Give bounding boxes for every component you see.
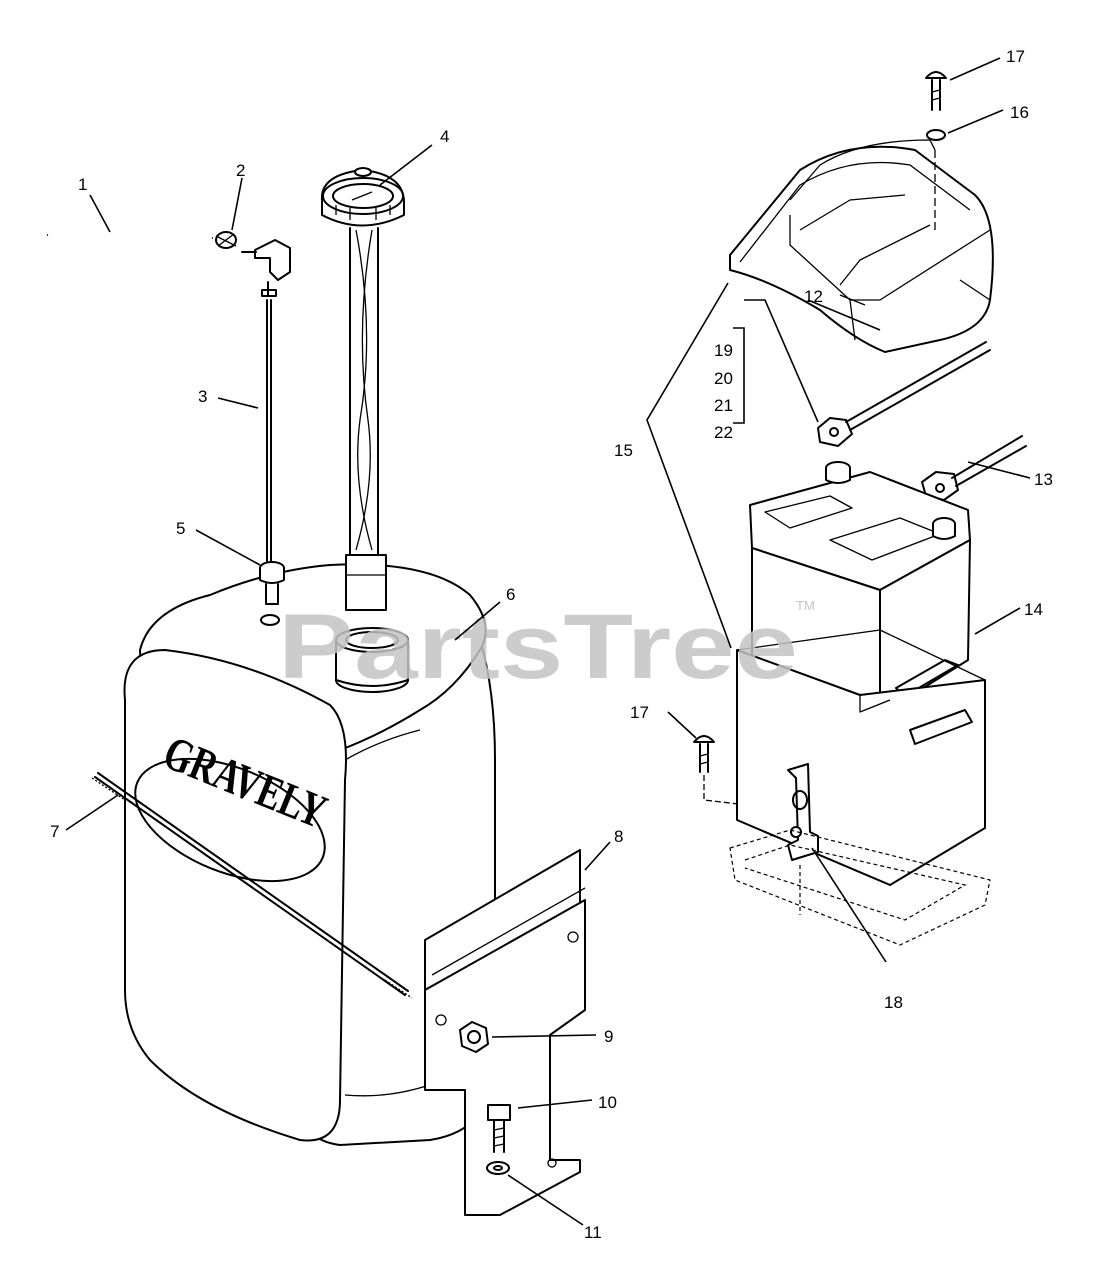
label-part-14: 14	[1024, 600, 1043, 619]
fuel-tank: GRAVELY	[123, 563, 496, 1146]
battery-cover	[729, 129, 994, 353]
label-part-22: 22	[714, 423, 733, 442]
label-part-17-top: 17	[1006, 47, 1025, 66]
label-part-19: 19	[714, 341, 733, 360]
label-part-2: 2	[236, 161, 245, 180]
fuel-gauge-cap	[320, 167, 405, 611]
label-part-16: 16	[1010, 103, 1029, 122]
label-part-1: 1	[78, 175, 87, 194]
label-part-7: 7	[50, 822, 59, 841]
callout-lines	[65, 57, 1031, 1226]
label-part-11: 11	[584, 1223, 602, 1242]
label-part-21: 21	[714, 396, 733, 415]
fuel-line-assembly	[47, 226, 291, 605]
label-part-4: 4	[440, 127, 449, 146]
label-part-6: 6	[506, 585, 515, 604]
label-part-15: 15	[614, 441, 633, 460]
label-part-8: 8	[614, 827, 623, 846]
label-part-10: 10	[598, 1093, 617, 1112]
label-part-18: 18	[884, 993, 903, 1012]
watermark-text: PartsTree	[278, 596, 798, 698]
watermark-trademark: TM	[796, 598, 815, 613]
label-part-3: 3	[198, 387, 207, 406]
label-part-20: 20	[714, 369, 733, 388]
label-part-13: 13	[1034, 470, 1053, 489]
battery	[749, 461, 971, 716]
battery-box	[729, 629, 991, 946]
carriage-bolt-top	[925, 71, 947, 111]
part-labels: 1 2 3 4 5 6 7 8 9 10 11 12 13 14 15 16 1…	[50, 47, 1053, 1242]
label-part-5: 5	[176, 519, 185, 538]
label-part-9: 9	[604, 1027, 613, 1046]
label-part-17-bottom: 17	[630, 703, 649, 722]
tank-bracket	[424, 849, 586, 1216]
tank-strap-rod	[91, 772, 413, 999]
battery-cables	[817, 341, 1027, 501]
label-part-12: 12	[804, 287, 823, 306]
